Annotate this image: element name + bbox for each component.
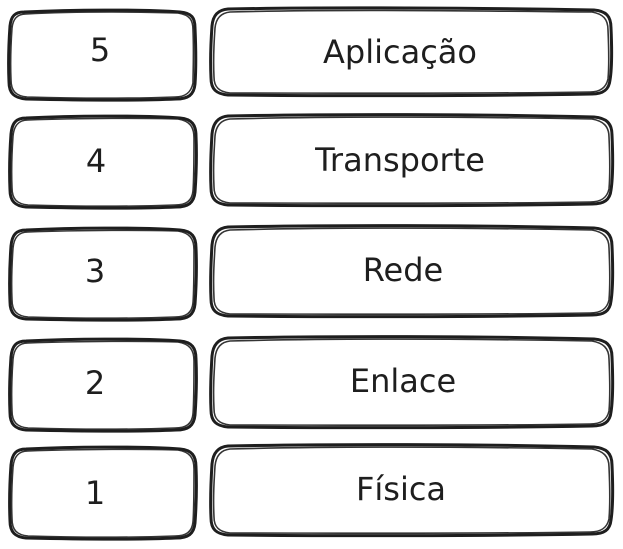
layer-number-box: 2 [8,337,198,433]
layer-number-box: 5 [7,8,198,102]
layer-number-box: 3 [8,226,198,322]
layer-number: 4 [86,142,106,180]
layer-name: Transporte [314,141,485,179]
layer-name: Física [356,470,446,508]
layer-name: Rede [363,251,443,289]
layer-number-box: 1 [8,445,198,541]
layer-number: 1 [85,474,105,512]
layer-name-box: Física [209,443,615,538]
layer-name: Enlace [350,362,456,400]
layer-number-box: 4 [8,114,198,210]
layer-row: 2 Enlace [8,335,615,433]
layer-name-box: Enlace [209,335,615,430]
layer-name: Aplicação [323,33,477,71]
layer-row: 1 Física [8,443,615,541]
layer-name-box: Rede [209,224,615,319]
layer-number: 3 [85,252,105,290]
layer-name-box: Transporte [209,113,615,208]
layer-row: 3 Rede [8,224,615,322]
layer-name-box: Aplicação [209,6,614,98]
layer-row: 4 Transporte [8,113,615,210]
layer-row: 5 Aplicação [7,6,614,102]
layer-number: 2 [85,364,105,402]
layer-number: 5 [90,31,110,69]
